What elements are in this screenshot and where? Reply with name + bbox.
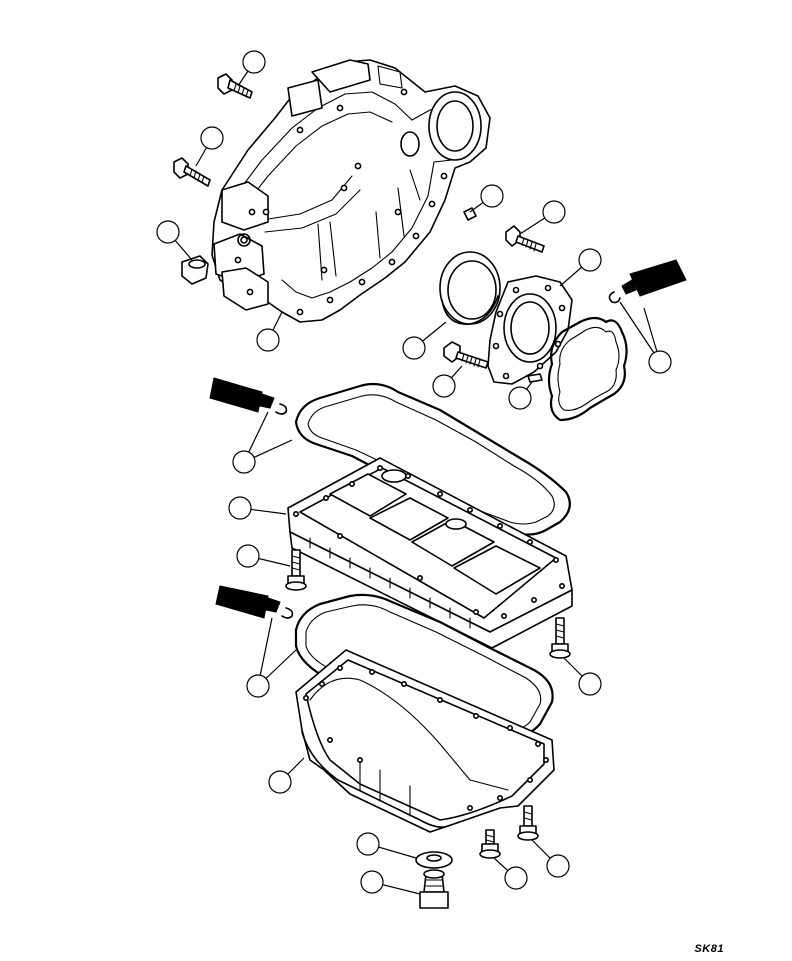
callout-oil-pan <box>268 757 305 794</box>
sealant-tube-right <box>608 259 687 304</box>
housing-plug <box>181 255 209 285</box>
callout-oil-pan-adapter <box>228 496 287 520</box>
retainer-bolt-lower <box>443 341 489 369</box>
callout-flywheel-housing-bolt-upper <box>237 50 266 87</box>
callout-sealant-tube-right <box>619 301 672 374</box>
callout-retainer-bolt-lower <box>432 365 463 398</box>
callout-seal-retainer-bolt <box>519 200 566 235</box>
callout-sealant-tube-lower <box>246 617 297 698</box>
callout-drain-plug-washer <box>356 832 417 859</box>
sealant-tube-lower <box>215 585 294 619</box>
rear-crank-seal <box>439 251 501 325</box>
callout-rear-seal-retainer <box>559 248 602 287</box>
callout-retainer-dowel <box>508 381 533 410</box>
drain-plug-washer <box>415 851 453 869</box>
callout-sealant-tube-upper <box>232 411 293 474</box>
callout-rear-crank-seal <box>402 321 447 360</box>
callout-oil-pan-bolt-short <box>493 857 528 890</box>
callout-drain-plug <box>360 870 421 895</box>
retainer-dowel <box>527 373 543 383</box>
seal-retainer-bolt <box>505 225 545 253</box>
adapter-bolt <box>285 549 307 591</box>
callout-flywheel-housing <box>256 311 283 352</box>
callout-dowel-pin <box>469 184 504 213</box>
dowel-pin <box>463 207 477 221</box>
callout-adapter-bolt <box>236 544 291 568</box>
oil-pan-bolt-right <box>549 617 571 659</box>
callout-oil-pan-bolt-right <box>563 657 602 696</box>
housing-bolt-upper <box>217 73 253 99</box>
callout-housing-plug <box>156 220 193 261</box>
oil-pan <box>295 649 555 833</box>
oil-pan-bolt-long <box>517 805 539 841</box>
sealant-tube-upper <box>209 377 288 415</box>
callout-oil-pan-bolt-long <box>531 839 570 878</box>
retainer-gasket <box>547 316 628 422</box>
housing-bolt-left <box>173 157 211 187</box>
callout-flywheel-housing-bolt-left <box>195 126 224 167</box>
oil-pan-bolt-short <box>479 829 501 859</box>
rear-seal-retainer <box>487 275 573 385</box>
flywheel-housing <box>211 59 491 323</box>
oil-pan-adapter <box>287 457 573 649</box>
sheet-code-label: SK81 <box>694 943 724 955</box>
drain-plug <box>419 869 449 909</box>
